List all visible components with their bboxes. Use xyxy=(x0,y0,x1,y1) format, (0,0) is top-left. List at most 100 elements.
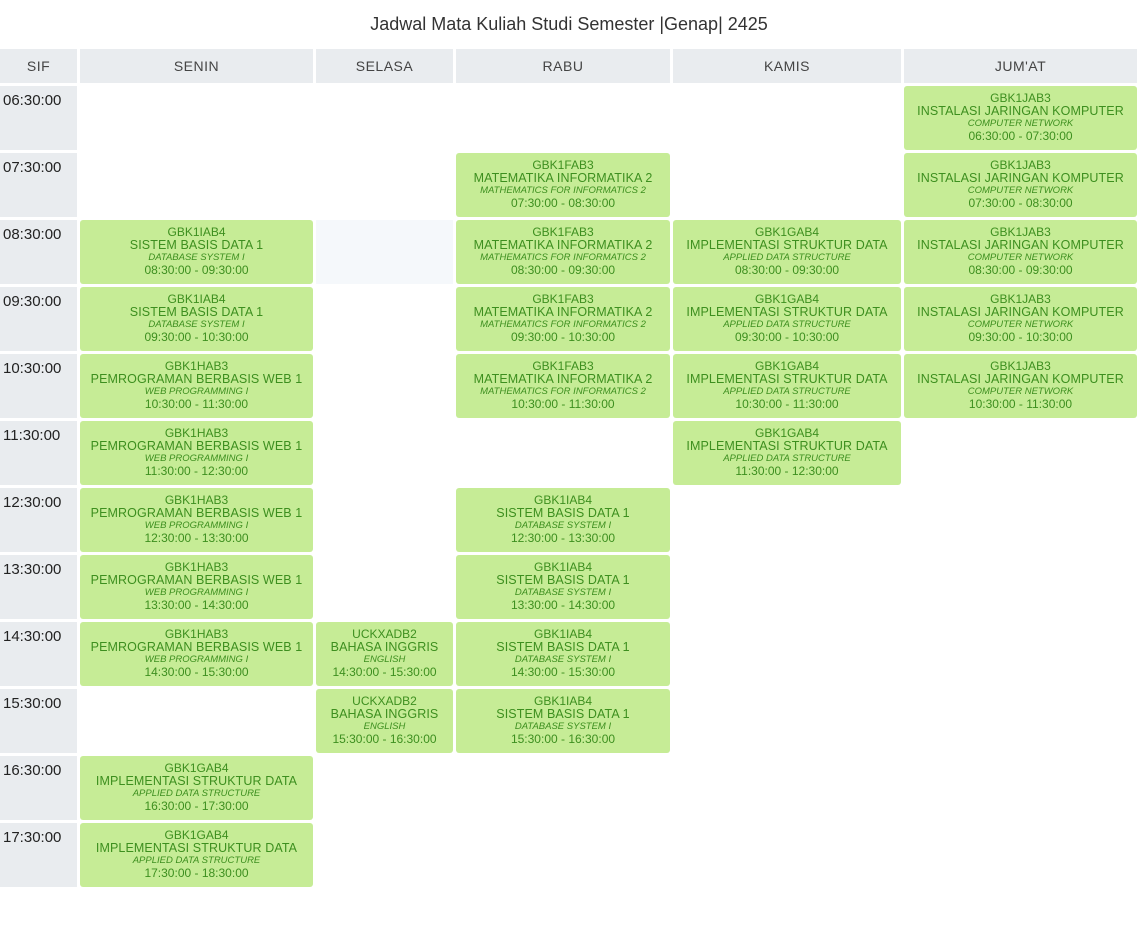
course-time: 13:30:00 - 14:30:00 xyxy=(510,597,616,612)
course-name: INSTALASI JARINGAN KOMPUTER xyxy=(917,103,1124,118)
course-name: IMPLEMENTASI STRUKTUR DATA xyxy=(95,840,298,855)
course-time: 12:30:00 - 13:30:00 xyxy=(510,530,616,545)
course-time: 15:30:00 - 16:30:00 xyxy=(332,731,437,746)
course-english-name: COMPUTER NETWORK xyxy=(967,184,1074,196)
course-time: 10:30:00 - 11:30:00 xyxy=(735,396,839,411)
header-rabu: RABU xyxy=(456,49,670,83)
time-slot-label: 13:30:00 xyxy=(0,555,77,619)
course-code: GBK1IAB4 xyxy=(533,694,593,708)
course-time: 11:30:00 - 12:30:00 xyxy=(144,463,249,478)
course-english-name: MATHEMATICS FOR INFORMATICS 2 xyxy=(480,251,646,263)
course-english-name: MATHEMATICS FOR INFORMATICS 2 xyxy=(480,385,646,397)
time-slot-label: 14:30:00 xyxy=(0,622,77,686)
course-name: INSTALASI JARINGAN KOMPUTER xyxy=(917,304,1124,319)
header-selasa: SELASA xyxy=(316,49,453,83)
schedule-cell-kamis xyxy=(673,488,901,552)
time-slot-label: 11:30:00 xyxy=(0,421,77,485)
header-kamis: KAMIS xyxy=(673,49,901,83)
course-time: 11:30:00 - 12:30:00 xyxy=(735,463,839,478)
course-code: GBK1GAB4 xyxy=(164,828,229,842)
course-english-name: WEB PROGRAMMING I xyxy=(144,519,249,531)
schedule-cell-jumat xyxy=(904,488,1137,552)
course-time: 10:30:00 - 11:30:00 xyxy=(511,396,615,411)
schedule-cell-jumat xyxy=(904,823,1137,887)
schedule-cell-selasa xyxy=(316,555,453,619)
course-code: GBK1HAB3 xyxy=(164,426,229,440)
course-english-name: COMPUTER NETWORK xyxy=(967,318,1074,330)
course-english-name: APPLIED DATA STRUCTURE xyxy=(132,787,261,799)
schedule-cell-rabu xyxy=(456,823,670,887)
course-name: INSTALASI JARINGAN KOMPUTER xyxy=(917,170,1124,185)
schedule-cell-selasa xyxy=(316,488,453,552)
course-time: 08:30:00 - 09:30:00 xyxy=(144,262,249,277)
course-time: 14:30:00 - 15:30:00 xyxy=(144,664,249,679)
course-name: INSTALASI JARINGAN KOMPUTER xyxy=(917,371,1124,386)
schedule-cell-selasa xyxy=(316,86,453,150)
course-time: 08:30:00 - 09:30:00 xyxy=(510,262,616,277)
time-slot-label: 08:30:00 xyxy=(0,220,77,284)
course-time: 07:30:00 - 08:30:00 xyxy=(968,195,1073,210)
time-slot-label: 07:30:00 xyxy=(0,153,77,217)
schedule-cell-rabu xyxy=(456,421,670,485)
time-slot-label: 09:30:00 xyxy=(0,287,77,351)
course-english-name: APPLIED DATA STRUCTURE xyxy=(723,452,851,464)
course-code: GBK1HAB3 xyxy=(164,560,229,574)
course-english-name: DATABASE SYSTEM I xyxy=(514,720,612,732)
schedule-cell-kamis xyxy=(673,86,901,150)
course-code: GBK1FAB3 xyxy=(532,225,594,239)
course-english-name: WEB PROGRAMMING I xyxy=(144,452,249,464)
course-name: SISTEM BASIS DATA 1 xyxy=(496,572,630,587)
course-name: MATEMATIKA INFORMATIKA 2 xyxy=(473,371,653,386)
course-name: PEMROGRAMAN BERBASIS WEB 1 xyxy=(90,438,303,453)
schedule-cell-kamis xyxy=(673,823,901,887)
course-english-name: WEB PROGRAMMING I xyxy=(144,586,249,598)
course-english-name: MATHEMATICS FOR INFORMATICS 2 xyxy=(480,184,646,196)
course-time: 09:30:00 - 10:30:00 xyxy=(968,329,1073,344)
course-name: IMPLEMENTASI STRUKTUR DATA xyxy=(686,237,888,252)
course-name: SISTEM BASIS DATA 1 xyxy=(129,304,264,319)
course-name: SISTEM BASIS DATA 1 xyxy=(496,505,630,520)
course-code: GBK1GAB4 xyxy=(754,225,820,239)
